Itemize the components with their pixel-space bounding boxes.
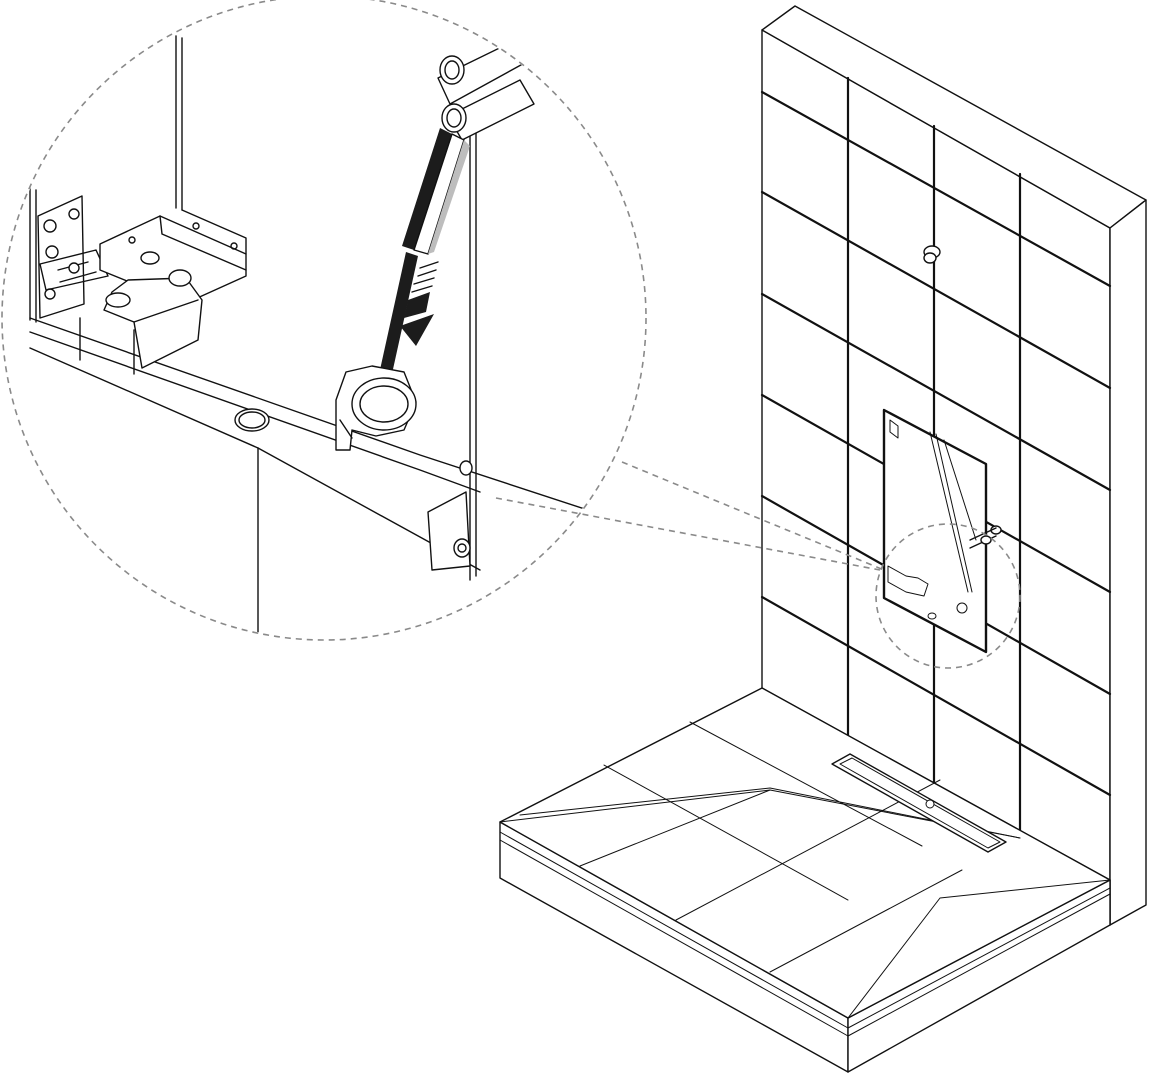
drain-icon <box>831 753 1007 853</box>
mounting-bracket <box>99 209 247 369</box>
pipe-icon <box>437 37 535 141</box>
detail-view <box>1 0 885 641</box>
pipe-icon <box>923 245 941 264</box>
shower-tray <box>499 687 1111 1073</box>
detail-callout-small <box>875 523 1021 669</box>
drain-elbow <box>335 365 417 451</box>
hinge-icon <box>37 195 109 319</box>
connector-fitting <box>427 460 473 571</box>
detail-callout-large <box>1 0 647 641</box>
arrow-down-icon <box>400 261 439 346</box>
callout-leader-top <box>621 461 885 571</box>
shower-assembly <box>499 5 1147 1073</box>
wall-opening <box>882 408 1002 654</box>
